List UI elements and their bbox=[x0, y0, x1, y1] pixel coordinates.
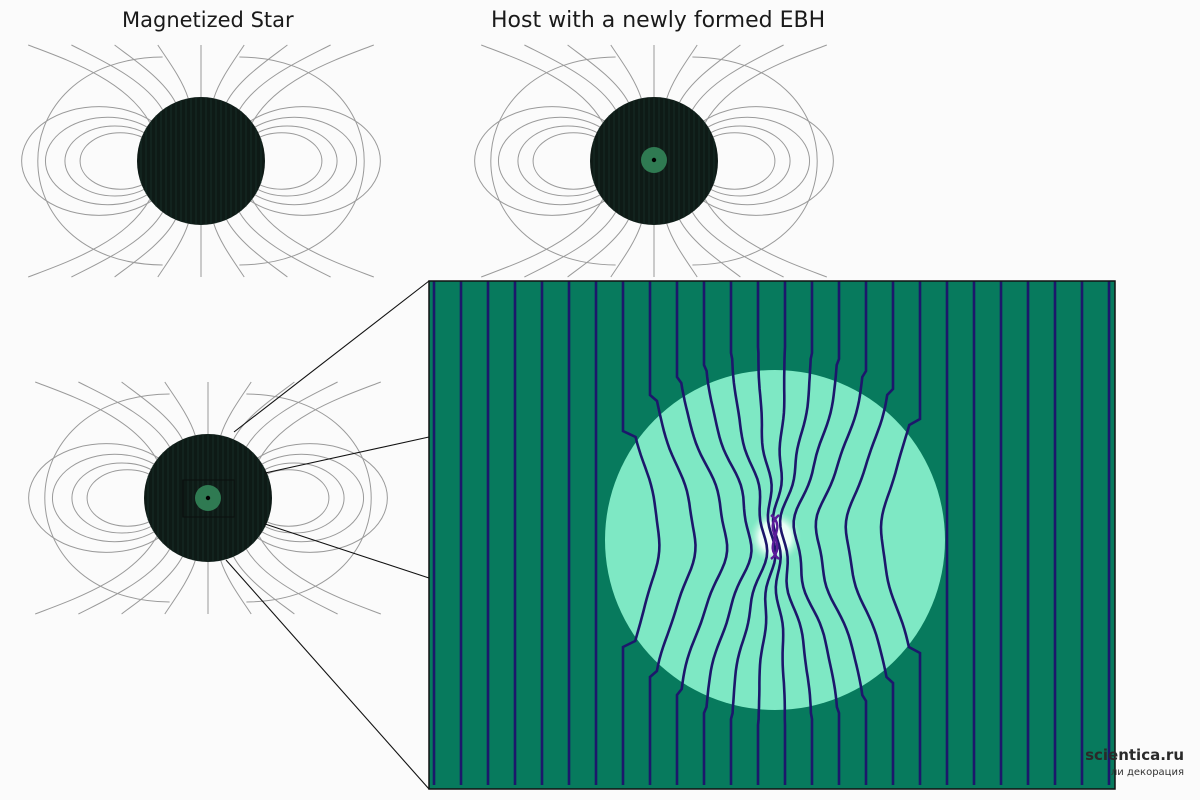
zoom-field-line bbox=[792, 281, 841, 785]
field-line bbox=[220, 560, 252, 615]
zoom-connectors bbox=[225, 280, 430, 790]
field-line bbox=[679, 44, 741, 103]
field-line bbox=[78, 381, 171, 448]
field-line bbox=[258, 536, 381, 615]
field-line bbox=[610, 223, 642, 278]
field-line bbox=[481, 44, 604, 123]
internal-field-lines-star1 bbox=[140, 97, 262, 225]
field-line bbox=[245, 548, 338, 615]
magnetized-star-diagram bbox=[21, 44, 381, 278]
zoom-field-line bbox=[648, 281, 697, 785]
field-line bbox=[35, 536, 158, 615]
field-line bbox=[704, 44, 827, 123]
field-line bbox=[157, 44, 189, 99]
field-line bbox=[121, 556, 183, 615]
field-line bbox=[213, 223, 245, 278]
field-line bbox=[567, 44, 629, 103]
field-line bbox=[524, 211, 617, 278]
field-line bbox=[233, 556, 295, 615]
zoom-field-line bbox=[756, 281, 777, 785]
zoom-connector-line bbox=[233, 280, 430, 433]
field-line bbox=[567, 219, 629, 278]
field-line bbox=[691, 211, 784, 278]
field-line bbox=[666, 44, 698, 99]
field-line bbox=[245, 381, 338, 448]
field-line bbox=[251, 199, 374, 278]
zoom-field-lines bbox=[432, 281, 1111, 785]
field-lines-star1 bbox=[21, 44, 381, 278]
ebh-point bbox=[651, 157, 657, 163]
ebh-point bbox=[205, 495, 211, 501]
field-line bbox=[37, 56, 163, 266]
field-line bbox=[692, 56, 818, 266]
field-line bbox=[246, 393, 372, 603]
zoom-connector-line bbox=[225, 559, 430, 790]
field-line bbox=[490, 56, 616, 266]
field-line bbox=[226, 219, 288, 278]
zoom-connector-line bbox=[264, 436, 430, 474]
zoom-source-box bbox=[182, 479, 235, 518]
field-line bbox=[233, 381, 295, 440]
field-line bbox=[481, 199, 604, 278]
field-line bbox=[238, 211, 331, 278]
zoom-field-line bbox=[621, 281, 661, 785]
field-line bbox=[28, 44, 151, 123]
watermark-site: scientica.ru bbox=[1085, 746, 1184, 764]
zoomed-ebh-panel bbox=[428, 280, 1116, 790]
field-line bbox=[691, 44, 784, 111]
zoom-source-star-diagram bbox=[28, 381, 388, 615]
field-line bbox=[213, 44, 245, 99]
twist-line bbox=[770, 514, 780, 560]
field-line bbox=[114, 44, 176, 103]
field-line bbox=[28, 199, 151, 278]
watermark: scientica.ru ли декорация bbox=[1085, 746, 1184, 782]
field-line bbox=[114, 219, 176, 278]
zoom-field-line bbox=[702, 281, 753, 785]
zoom-field-line bbox=[729, 281, 769, 785]
field-lines-star3 bbox=[28, 381, 388, 615]
host-ebh-star-diagram bbox=[474, 44, 834, 278]
zoom-field-line bbox=[814, 281, 868, 785]
field-line bbox=[704, 199, 827, 278]
field-line bbox=[157, 223, 189, 278]
field-line bbox=[220, 381, 252, 436]
field-line bbox=[251, 44, 374, 123]
field-line bbox=[610, 44, 642, 99]
field-line bbox=[44, 393, 170, 603]
zoom-frame bbox=[428, 280, 1116, 790]
field-line bbox=[238, 44, 331, 111]
zoom-field-line bbox=[879, 281, 922, 785]
watermark-caption: ли декорация bbox=[1110, 767, 1184, 778]
field-line bbox=[239, 56, 365, 266]
field-line bbox=[524, 44, 617, 111]
field-line bbox=[666, 223, 698, 278]
field-line bbox=[164, 381, 196, 436]
field-line bbox=[71, 44, 164, 111]
field-line bbox=[35, 381, 158, 460]
field-line bbox=[679, 219, 741, 278]
zoom-field-line bbox=[844, 281, 895, 785]
zoom-field-line bbox=[778, 281, 814, 785]
field-line bbox=[258, 381, 381, 460]
panel-title-magnetized-star: Magnetized Star bbox=[122, 8, 294, 32]
zoom-connector-line bbox=[264, 523, 430, 579]
field-line bbox=[71, 211, 164, 278]
field-line bbox=[78, 548, 171, 615]
twisted-field-lines bbox=[770, 514, 780, 560]
internal-field-lines-star2 bbox=[593, 97, 715, 225]
field-line bbox=[121, 381, 183, 440]
field-line bbox=[226, 44, 288, 103]
panel-title-host-ebh: Host with a newly formed EBH bbox=[491, 8, 826, 33]
field-line bbox=[164, 560, 196, 615]
zoom-field-line bbox=[675, 281, 729, 785]
